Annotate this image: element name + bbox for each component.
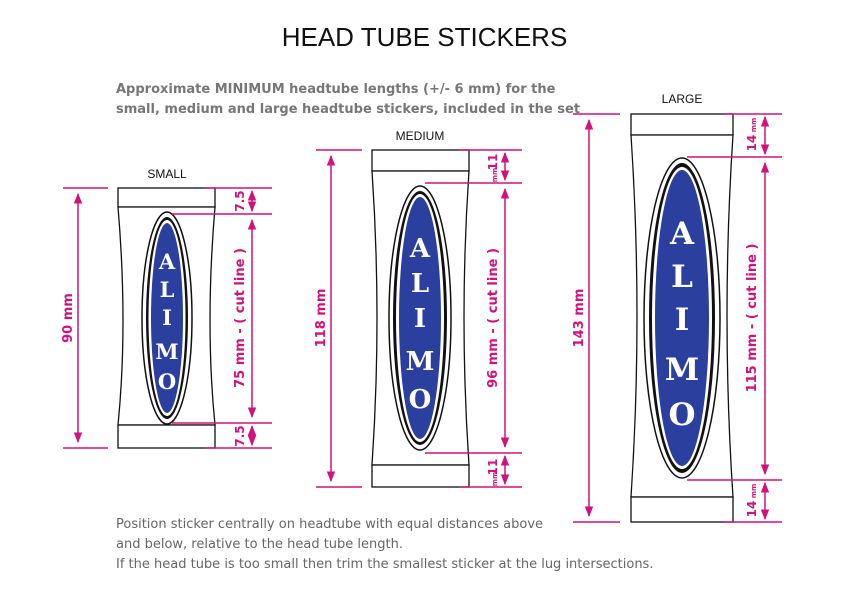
brand-letter: O — [158, 369, 176, 394]
brand-letter: A — [409, 234, 431, 264]
small-size-label: SMALL — [147, 167, 187, 181]
medium-total-length: 118 mm — [314, 289, 329, 348]
brand-letter: A — [158, 249, 176, 274]
large-cut-length: 115 mm - ( cut line ) — [745, 244, 760, 393]
large-sticker-badge: A L I M O — [643, 157, 721, 479]
medium-sticker-group: MEDIUM A L I M O — [314, 129, 522, 488]
small-sticker-group: SMALL A L I M O 9 — [61, 167, 272, 449]
medium-top-gap: 11 — [486, 154, 500, 171]
large-sticker-group: LARGE A L I M O 1 — [572, 92, 782, 523]
brand-letter: M — [406, 347, 435, 377]
large-top-gap-unit: mm — [750, 118, 758, 133]
large-dimensions — [573, 113, 782, 523]
instructions: Position sticker centrally on headtube w… — [116, 515, 756, 575]
brand-letter: L — [671, 259, 693, 295]
instruction-line: Position sticker centrally on headtube w… — [116, 517, 544, 532]
small-bottom-gap: 7.5 — [233, 425, 247, 446]
large-top-gap: 14 — [745, 135, 759, 152]
brand-letter: I — [414, 304, 426, 334]
brand-letter: L — [160, 277, 175, 302]
large-size-label: LARGE — [662, 92, 703, 106]
intro-line-1: Approximate MINIMUM headtube lengths (+/… — [116, 82, 556, 97]
brand-letter: A — [669, 216, 695, 252]
brand-letter: L — [411, 269, 429, 299]
small-total-length: 90 mm — [61, 293, 76, 343]
brand-letter: O — [409, 385, 432, 415]
brand-letter: O — [668, 397, 695, 433]
brand-letter: I — [675, 302, 690, 338]
medium-dimensions — [316, 149, 522, 488]
intro-text: Approximate MINIMUM headtube lengths (+/… — [116, 80, 596, 120]
brand-letter: M — [665, 352, 699, 388]
small-top-gap: 7.5 — [233, 190, 247, 211]
medium-sticker-badge: A L I M O — [388, 185, 452, 451]
brand-letter: M — [155, 339, 178, 364]
intro-line-2: small, medium and large headtube sticker… — [116, 102, 581, 117]
small-dimensions — [63, 187, 272, 449]
small-cut-length: 75 mm - ( cut line ) — [233, 248, 248, 388]
instruction-line: and below, relative to the head tube len… — [116, 537, 403, 552]
medium-top-gap-unit: mm — [491, 168, 499, 183]
medium-bottom-gap: 11 — [486, 459, 500, 476]
medium-cut-length: 96 mm - ( cut line ) — [486, 248, 501, 388]
instruction-line: If the head tube is too small then trim … — [116, 557, 654, 572]
medium-size-label: MEDIUM — [396, 129, 445, 143]
large-total-length: 143 mm — [572, 289, 587, 348]
large-bottom-gap-unit: mm — [750, 484, 758, 499]
small-sticker-badge: A L I M O — [141, 211, 193, 425]
brand-letter: I — [162, 305, 172, 330]
large-bottom-gap: 14 — [745, 501, 759, 518]
page-title: HEAD TUBE STICKERS — [281, 22, 568, 52]
medium-bottom-gap-unit: mm — [491, 472, 499, 487]
